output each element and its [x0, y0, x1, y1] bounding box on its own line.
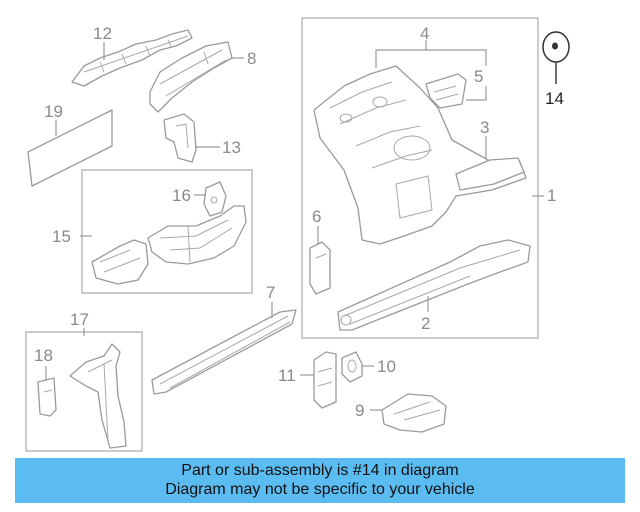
callout-14: 14 — [545, 89, 564, 108]
callout-2: 2 — [421, 314, 430, 333]
callout-7: 7 — [266, 283, 275, 302]
part-6[interactable] — [309, 241, 331, 295]
part-2[interactable] — [337, 239, 531, 331]
assembly-15-box — [81, 169, 253, 294]
callout-3: 3 — [480, 118, 489, 137]
part-14-grommet[interactable] — [542, 31, 570, 63]
callout-13: 13 — [222, 138, 241, 157]
callout-4: 4 — [420, 24, 429, 43]
callout-6: 6 — [312, 207, 321, 226]
callout-12: 12 — [93, 24, 112, 43]
callout-10: 10 — [377, 357, 396, 376]
callout-18: 18 — [34, 346, 53, 365]
part-18[interactable] — [37, 377, 57, 417]
part-13[interactable] — [163, 113, 197, 163]
assembly-1-box — [301, 17, 539, 339]
part-10[interactable] — [341, 351, 363, 383]
part-17[interactable] — [69, 343, 127, 449]
part-9[interactable] — [381, 393, 447, 433]
part-16[interactable] — [203, 181, 227, 217]
part-5[interactable] — [425, 73, 467, 109]
part-11[interactable] — [313, 351, 337, 409]
part-8[interactable] — [149, 41, 233, 113]
banner-line-disclaimer: Diagram may not be specific to your vehi… — [165, 481, 475, 498]
part-1-assembly[interactable] — [313, 65, 527, 245]
callout-8: 8 — [247, 49, 256, 68]
callout-11: 11 — [278, 366, 296, 385]
info-banner: Part or sub-assembly is #14 in diagram D… — [15, 458, 625, 503]
callout-17: 17 — [70, 310, 89, 329]
callout-5: 5 — [474, 67, 483, 86]
part-19[interactable] — [27, 109, 113, 187]
part-15[interactable] — [91, 205, 247, 285]
callout-9: 9 — [355, 401, 364, 420]
callout-1: 1 — [547, 186, 556, 205]
part-3[interactable] — [455, 157, 525, 191]
part-7[interactable] — [151, 309, 297, 395]
part-12[interactable] — [71, 29, 193, 87]
callout-19: 19 — [44, 102, 63, 121]
callout-15: 15 — [52, 227, 71, 246]
callout-16: 16 — [172, 186, 191, 205]
banner-line-part: Part or sub-assembly is #14 in diagram — [181, 462, 459, 479]
